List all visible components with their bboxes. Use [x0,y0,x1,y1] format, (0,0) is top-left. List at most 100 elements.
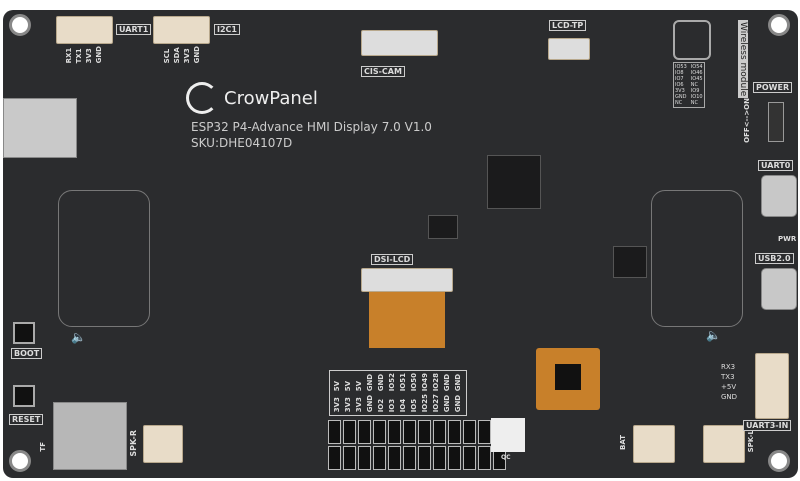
header-pin [328,446,341,470]
boot-button[interactable] [13,322,35,344]
header-pin [478,446,491,470]
power-label: POWER [753,82,793,93]
header-pin [478,420,491,444]
header-pin-label: GND [443,373,451,392]
sku-text: SKU:DHE04107D [191,136,293,150]
header-pin-label: GND [443,395,451,413]
pin-label: 3V3 [85,48,93,64]
power-switch[interactable] [768,102,784,142]
esp32-c6-module [3,98,77,158]
cis-cam-label: CIS-CAM [361,66,405,77]
header-pin-label: IO5 [410,399,418,413]
header-pin-label: IO4 [399,399,407,413]
header-pin-label: 3V3 [333,397,341,413]
header-pin [358,446,371,470]
esp32-p4-chip [487,155,541,209]
wireless-module-outline [673,20,711,60]
spk-l-label: SPK-L [747,430,755,453]
flash-chip [428,215,458,239]
uart1-connector[interactable] [56,16,113,44]
ic-chip [613,246,647,278]
i2c1-connector[interactable] [153,16,210,44]
spk-r-connector[interactable] [143,425,183,463]
spk-r-label: SPK-R [129,430,138,457]
touch-flex-cable [536,348,600,410]
usb2-usb-c-port[interactable] [761,268,797,310]
header-pin-label: IO51 [399,373,407,392]
pin-label: SDA [173,47,181,64]
lcd-tp-connector[interactable] [548,38,590,60]
uart0-label: UART0 [758,160,794,171]
pin-label: TX1 [75,48,83,64]
i2c1-label: I2C1 [214,24,240,35]
header-pin-label: IO28 [432,373,440,392]
dsi-lcd-connector[interactable] [361,268,453,292]
header-pin [373,420,386,444]
header-pin-label: 3V3 [344,397,352,413]
tf-label: TF [39,442,47,452]
pin-label: GND [95,46,103,64]
header-pin [328,420,341,444]
header-pin [343,446,356,470]
pin-label: 3V3 [183,48,191,64]
bat-label: BAT [619,435,627,450]
gpio-header[interactable] [328,420,506,444]
header-pin-label: IO50 [410,373,418,392]
speaker-icon: 🔈 [706,328,721,342]
mount-hole [9,14,31,36]
mount-hole [9,450,31,472]
header-pin [358,420,371,444]
header-pin-label: GND [366,395,374,413]
crowpanel-logo-icon [186,82,218,114]
header-pin [463,420,476,444]
pin-label: RX1 [65,47,73,64]
header-pin [433,420,446,444]
header-pin-label: IO25 [421,394,429,413]
uart3-connector[interactable] [755,353,789,419]
wireless-module-label: Wireless module [738,20,748,99]
model-text: ESP32 P4-Advance HMI Display 7.0 V1.0 [191,120,432,134]
header-pin-label: GND [454,373,462,392]
header-pin-label: GND [454,395,462,413]
tf-card-slot[interactable] [53,402,127,470]
header-pin [343,420,356,444]
adhesive-pad-right [651,190,743,327]
header-pin [403,420,416,444]
spk-l-connector[interactable] [703,425,745,463]
header-pin [373,446,386,470]
power-switch-label: OFF<-->ON [743,98,751,143]
dsi-flex-cable [369,292,445,348]
header-pin [388,420,401,444]
header-pin-label: IO49 [421,373,429,392]
header-pin-label: 5V [333,381,341,392]
qr-code [491,418,525,452]
cis-cam-connector[interactable] [361,30,438,56]
speaker-icon: 🔈 [71,330,86,344]
gpio-header[interactable] [328,446,506,470]
pin-label: GND [193,46,201,64]
boot-label: BOOT [11,348,43,359]
uart0-usb-c-port[interactable] [761,175,797,217]
header-pin-label: IO2 [377,399,385,413]
bat-connector[interactable] [633,425,675,463]
qc-label: QC [501,454,511,461]
uart1-label: UART1 [116,24,152,35]
pin-label: SCL [163,48,171,64]
header-pin-label: GND [366,373,374,392]
header-pin [403,446,416,470]
header-pin-label: 3V3 [355,397,363,413]
header-pin [433,446,446,470]
reset-label: RESET [9,414,44,425]
logo-text: CrowPanel [224,87,318,109]
reset-button[interactable] [13,385,35,407]
header-pin-label: 5V [355,381,363,392]
mount-hole [768,14,790,36]
usb2-label: USB2.0 [755,253,794,264]
header-pin-label: 5V [344,381,352,392]
